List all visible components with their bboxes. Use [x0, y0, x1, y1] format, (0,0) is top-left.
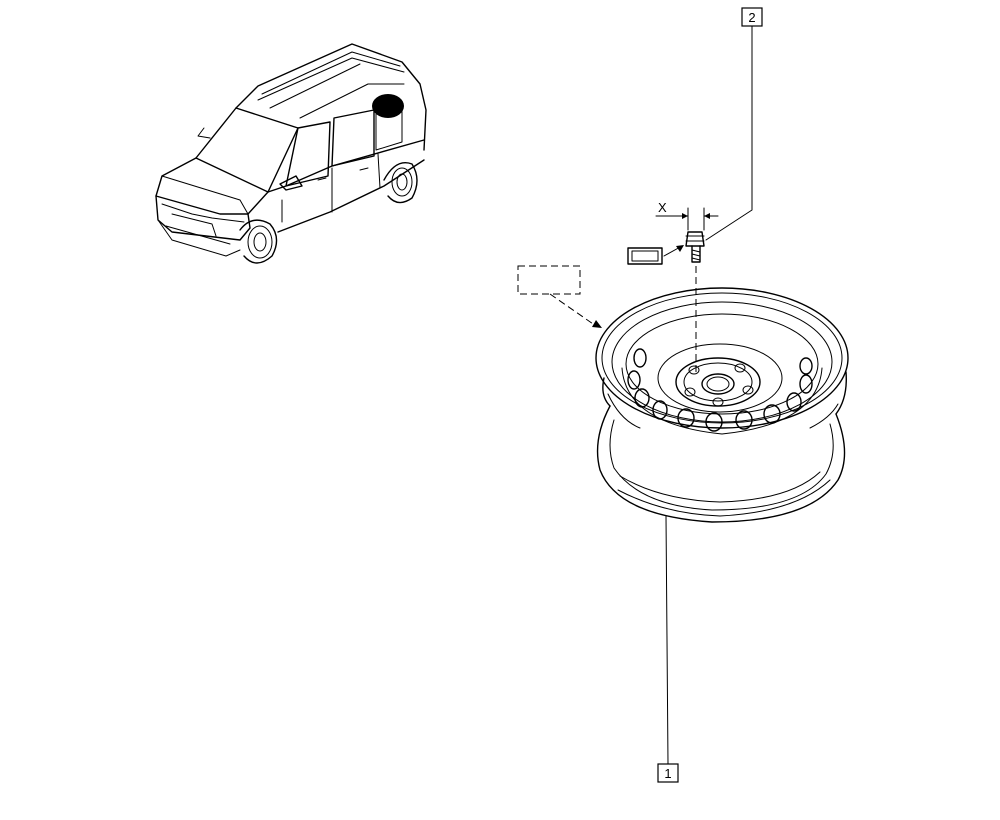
callout-1: 1 — [657, 763, 679, 783]
callout-2: 2 — [741, 7, 763, 27]
spare-wheel-location-marker — [372, 94, 404, 118]
dimension-x: X — [655, 200, 719, 231]
reference-box — [517, 265, 581, 295]
callout-2-label: 2 — [748, 10, 755, 25]
steel-wheel — [595, 287, 849, 523]
callout-1-label: 1 — [664, 766, 671, 781]
vehicle-illustration — [155, 43, 427, 264]
callout-2-leader — [705, 25, 753, 241]
wheel-bolt — [685, 231, 705, 263]
torque-symbol — [627, 245, 684, 265]
reference-leader — [549, 293, 597, 327]
callout-1-leader — [665, 515, 669, 765]
dimension-x-label: X — [658, 200, 667, 215]
